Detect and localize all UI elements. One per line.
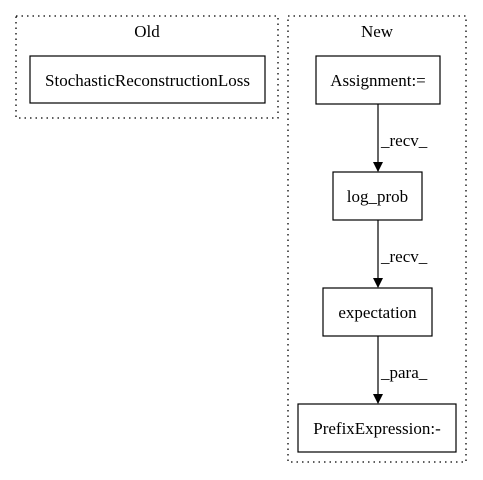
cluster-old-border — [15, 15, 279, 119]
node-assignment[interactable]: Assignment:= — [315, 55, 441, 105]
node-log-prob[interactable]: log_prob — [332, 171, 423, 221]
edge-log-prob-to-expectation-label: _recv_ — [380, 247, 428, 266]
edge-expectation-to-prefix-expression: _para_ — [373, 336, 428, 404]
node-expectation-label: expectation — [338, 303, 417, 322]
node-expectation[interactable]: expectation — [322, 287, 433, 337]
cluster-new-title: New — [361, 22, 394, 41]
node-stochastic-reconstruction-loss-label: StochasticReconstructionLoss — [45, 71, 250, 90]
edge-assignment-to-log-prob-label: _recv_ — [380, 131, 428, 150]
cluster-old-title: Old — [134, 22, 160, 41]
edge-assignment-to-log-prob: _recv_ — [373, 104, 428, 172]
cluster-new: New Assignment:= log_prob expectation Pr… — [287, 15, 467, 463]
node-assignment-label: Assignment:= — [330, 71, 426, 90]
node-log-prob-label: log_prob — [347, 187, 408, 206]
edge-expectation-to-prefix-expression-label: _para_ — [380, 363, 428, 382]
cluster-new-border — [287, 15, 467, 463]
node-prefix-expression-label: PrefixExpression:- — [313, 419, 441, 438]
edge-log-prob-to-expectation: _recv_ — [373, 220, 428, 288]
cluster-old: Old StochasticReconstructionLoss — [15, 15, 279, 119]
node-stochastic-reconstruction-loss[interactable]: StochasticReconstructionLoss — [29, 55, 266, 104]
node-prefix-expression[interactable]: PrefixExpression:- — [297, 403, 457, 453]
